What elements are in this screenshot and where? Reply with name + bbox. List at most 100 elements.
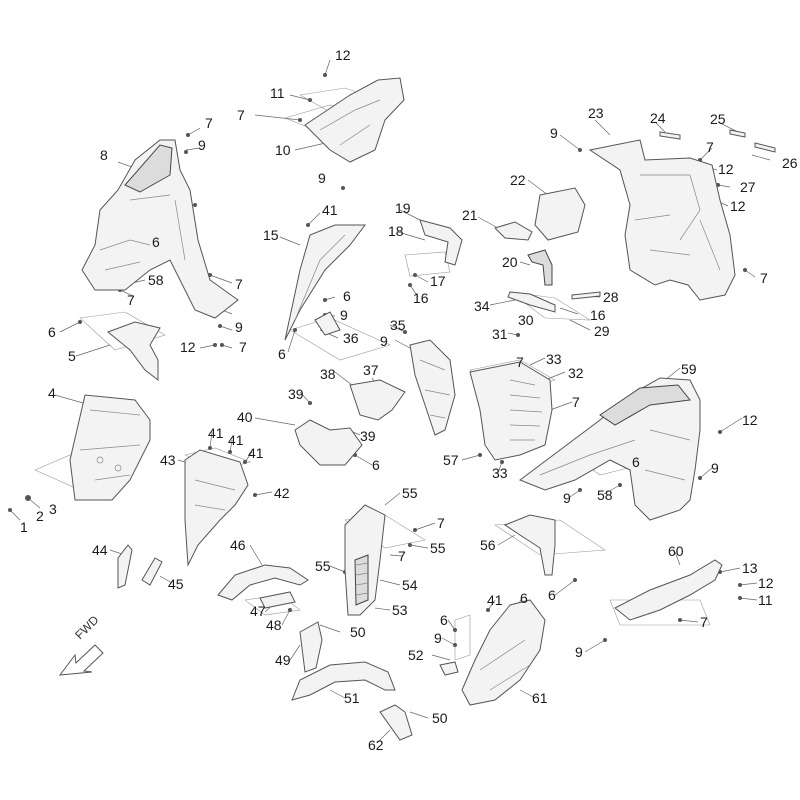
part-28-rod — [571, 291, 601, 300]
callout-55: 55 — [402, 485, 418, 501]
callout-12: 12 — [718, 161, 734, 177]
callout-23: 23 — [588, 105, 604, 121]
callout-41: 41 — [487, 592, 503, 608]
callout-6: 6 — [548, 587, 556, 603]
callout-6: 6 — [152, 234, 160, 250]
callout-16: 16 — [413, 290, 429, 306]
callout-9: 9 — [340, 307, 348, 323]
part-21-clip — [494, 221, 533, 241]
callout-38: 38 — [320, 366, 336, 382]
part-26-clip — [754, 142, 776, 153]
callout-6: 6 — [520, 590, 528, 606]
callout-31: 31 — [492, 326, 508, 342]
callout-7: 7 — [700, 614, 708, 630]
callout-10: 10 — [275, 142, 291, 158]
callout-48: 48 — [266, 617, 282, 633]
callout-33: 33 — [546, 351, 562, 367]
callout-60: 60 — [668, 543, 684, 559]
callout-7: 7 — [516, 354, 524, 370]
part-23-rear-cover — [588, 139, 736, 301]
callout-18: 18 — [388, 223, 404, 239]
part-44-trim — [117, 544, 133, 589]
part-56-cover — [503, 514, 556, 576]
callout-6: 6 — [440, 612, 448, 628]
callout-58: 58 — [597, 487, 613, 503]
part-32-grille — [469, 361, 553, 461]
callout-25: 25 — [710, 111, 726, 127]
part-36-small-bracket — [314, 311, 341, 336]
callout-39: 39 — [360, 428, 376, 444]
part-5-inner-panel — [107, 321, 161, 382]
callout-59: 59 — [681, 361, 697, 377]
callout-19: 19 — [395, 200, 411, 216]
part-15-side-panel — [284, 224, 366, 341]
part-40-lower-cover — [294, 419, 363, 466]
callout-40: 40 — [237, 409, 253, 425]
part-46-front-fender — [217, 564, 309, 601]
callout-6: 6 — [278, 346, 286, 362]
callout-51: 51 — [344, 690, 360, 706]
callout-13: 13 — [742, 560, 758, 576]
callout-30: 30 — [518, 312, 534, 328]
callout-61: 61 — [532, 690, 548, 706]
callout-42: 42 — [274, 485, 290, 501]
part-62-guard — [379, 704, 413, 741]
part-24-clip — [659, 131, 681, 140]
callout-45: 45 — [168, 576, 184, 592]
part-19-clip — [419, 219, 463, 266]
part-shapes — [69, 77, 776, 741]
callout-35: 35 — [390, 317, 406, 333]
callout-57: 57 — [443, 452, 459, 468]
callout-9: 9 — [380, 333, 388, 349]
callout-22: 22 — [510, 172, 526, 188]
callout-41: 41 — [228, 432, 244, 448]
callout-52: 52 — [408, 647, 424, 663]
callout-21: 21 — [462, 207, 478, 223]
callout-9: 9 — [563, 490, 571, 506]
callout-41: 41 — [208, 425, 224, 441]
callout-32: 32 — [568, 365, 584, 381]
callout-41: 41 — [322, 202, 338, 218]
callout-9: 9 — [198, 137, 206, 153]
callout-9: 9 — [711, 460, 719, 476]
callout-12: 12 — [180, 339, 196, 355]
part-51-rear-fender — [291, 661, 396, 701]
callout-6: 6 — [48, 324, 56, 340]
part-20-seal — [527, 249, 553, 286]
callout-44: 44 — [92, 542, 108, 558]
part-47-support — [259, 591, 296, 609]
callout-7: 7 — [205, 115, 213, 131]
callout-7: 7 — [760, 270, 768, 286]
callout-3: 3 — [49, 501, 57, 517]
callout-7: 7 — [237, 107, 245, 123]
part-25-clip — [729, 129, 746, 138]
callout-26: 26 — [782, 155, 798, 171]
callout-9: 9 — [434, 630, 442, 646]
part-10-bracket — [304, 77, 405, 163]
callout-1: 1 — [20, 519, 28, 535]
callout-2: 2 — [36, 508, 44, 524]
callout-15: 15 — [263, 227, 279, 243]
callout-12: 12 — [335, 47, 351, 63]
callout-16: 16 — [590, 307, 606, 323]
callout-6: 6 — [632, 454, 640, 470]
callout-56: 56 — [480, 537, 496, 553]
callout-33: 33 — [492, 465, 508, 481]
part-35-panel — [409, 339, 456, 436]
callout-7: 7 — [127, 292, 135, 308]
part-60-under-panel — [614, 559, 723, 621]
callout-5: 5 — [68, 348, 76, 364]
callout-11: 11 — [758, 592, 773, 608]
callout-20: 20 — [502, 254, 518, 270]
callout-62: 62 — [368, 737, 384, 753]
part-8-front-fairing — [81, 139, 239, 319]
callout-47: 47 — [250, 603, 266, 619]
callout-50: 50 — [350, 624, 366, 640]
callout-8: 8 — [100, 147, 108, 163]
callout-9: 9 — [235, 319, 243, 335]
callout-49: 49 — [275, 652, 291, 668]
callout-46: 46 — [230, 537, 246, 553]
callout-7: 7 — [437, 515, 445, 531]
callout-7: 7 — [235, 276, 243, 292]
fwd-arrow-icon — [58, 644, 104, 676]
